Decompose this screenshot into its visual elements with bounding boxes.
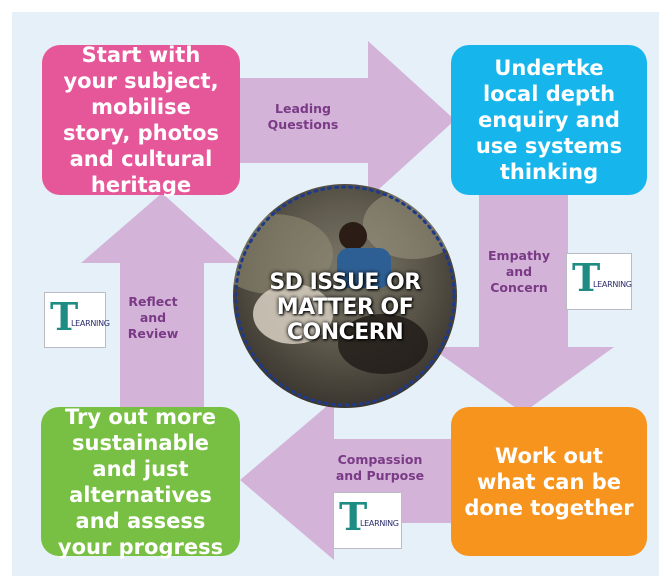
step-try-out-text: Try out more sustainable and just altern… xyxy=(57,404,224,559)
logo-letter: T xyxy=(572,255,601,300)
arrow-leading-questions xyxy=(238,41,455,199)
t-learning-logo: T LEARNING xyxy=(566,253,632,310)
t-learning-logo: T LEARNING xyxy=(44,292,110,348)
photo-figures xyxy=(233,189,457,374)
logo-word: LEARNING xyxy=(593,280,632,289)
step-work-out-text: Work out what can be done together xyxy=(464,443,634,520)
logo-letter: T xyxy=(339,494,368,539)
arrow-empathy-concern xyxy=(430,193,614,413)
label-compassion-purpose: Compassion and Purpose xyxy=(335,452,425,483)
step-start-subject: Start with your subject, mobilise story,… xyxy=(42,43,240,197)
step-try-alternatives: Try out more sustainable and just altern… xyxy=(41,405,240,559)
label-leading-questions: Leading Questions xyxy=(267,101,339,132)
logo-word: LEARNING xyxy=(360,519,399,528)
logo-letter: T xyxy=(50,294,79,339)
step-start-text: Start with your subject, mobilise story,… xyxy=(62,43,220,197)
step-work-out: Work out what can be done together xyxy=(451,407,647,556)
arrow-reflect-review xyxy=(81,193,240,407)
label-reflect-review: Reflect and Review xyxy=(127,294,179,341)
center-dotted-ring xyxy=(234,185,456,407)
logo-word: LEARNING xyxy=(71,319,110,328)
step-local-enquiry: Undertke local depth enquiry and use sys… xyxy=(451,45,647,195)
label-empathy-concern: Empathy and Concern xyxy=(488,248,550,295)
center-issue-text: SD ISSUE OR MATTER OF CONCERN xyxy=(269,270,421,345)
step-enquiry-text: Undertke local depth enquiry and use sys… xyxy=(475,56,623,184)
t-learning-logo: T LEARNING xyxy=(333,492,402,549)
center-photo-circle: SD ISSUE OR MATTER OF CONCERN xyxy=(233,184,457,408)
